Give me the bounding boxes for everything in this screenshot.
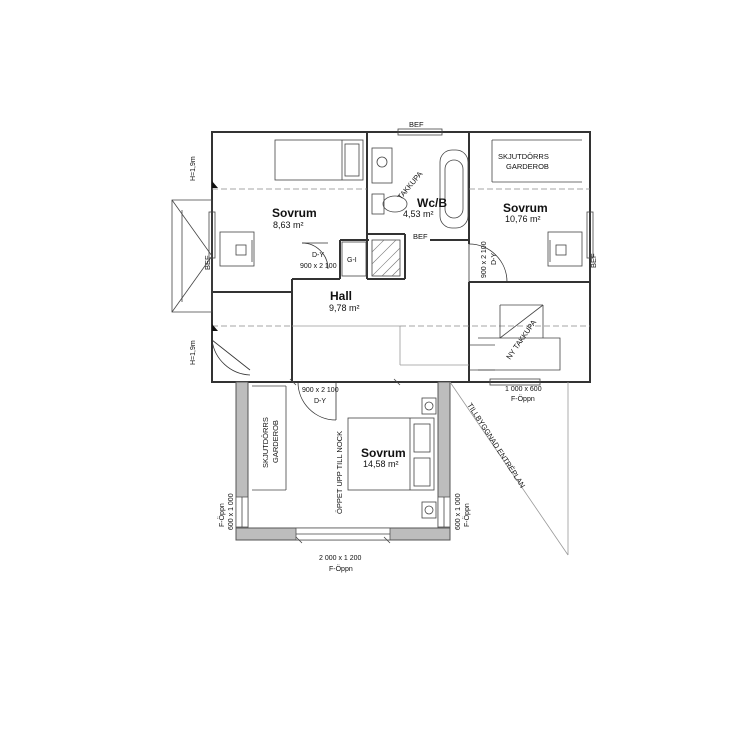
room-name-wc: Wc/B bbox=[417, 196, 447, 210]
room-area-sovrum-s: 14,58 m² bbox=[363, 459, 399, 469]
window-right bbox=[586, 211, 594, 259]
bathtub-wc bbox=[439, 149, 469, 229]
window-bottom-ne bbox=[489, 378, 541, 386]
door-s-type-label: D-Y bbox=[314, 398, 326, 405]
window-se-size-label: 600 x 1 000 bbox=[455, 493, 462, 530]
room-name-sovrum-nw: Sovrum bbox=[272, 206, 317, 220]
door-hall-left bbox=[211, 339, 251, 376]
toilet-wc bbox=[371, 193, 408, 215]
bed-s bbox=[347, 397, 437, 519]
garderob-s-1-label: SKJUTDÖRRS bbox=[261, 417, 270, 468]
door-ne-type-label: D-Y bbox=[491, 253, 498, 265]
bef-top-label: BEF bbox=[409, 120, 424, 129]
height-marker-bottom: H=1,9m bbox=[190, 324, 218, 365]
door-s-size-label: 900 x 2 100 bbox=[302, 387, 339, 394]
extension-outline bbox=[449, 381, 569, 556]
h-bottom-label: H=1,9m bbox=[190, 340, 197, 365]
room-name-sovrum-s: Sovrum bbox=[361, 446, 406, 460]
gi-label: G-I bbox=[347, 257, 357, 264]
oppet-label: ÖPPET UPP TILL NOCK bbox=[335, 431, 344, 514]
window-s-type-label: F-Öppn bbox=[329, 565, 353, 573]
door-nw-size-label: 900 x 2 100 bbox=[300, 263, 337, 270]
room-name-sovrum-ne: Sovrum bbox=[503, 201, 548, 215]
new-dormer bbox=[470, 304, 561, 371]
gi-cabinet bbox=[341, 241, 367, 277]
window-se bbox=[437, 496, 451, 528]
window-top bbox=[397, 128, 443, 136]
room-area-wc: 4,53 m² bbox=[403, 209, 434, 219]
room-area-hall: 9,78 m² bbox=[329, 303, 360, 313]
door-nw-type-label: D-Y bbox=[312, 252, 324, 259]
door-ne bbox=[468, 243, 508, 283]
bed-nw bbox=[274, 139, 364, 181]
door-s bbox=[297, 381, 337, 421]
door-nw bbox=[301, 242, 329, 270]
window-s-size-label: 2 000 x 1 200 bbox=[319, 555, 362, 562]
window-sw bbox=[235, 496, 249, 528]
window-se-type-label: F-Öppn bbox=[463, 503, 471, 527]
interior-walls bbox=[212, 132, 590, 382]
shower-hatch bbox=[371, 239, 401, 277]
section-marks bbox=[289, 378, 401, 544]
window-ne-size-label: 1 000 x 600 bbox=[505, 386, 542, 393]
room-name-hall: Hall bbox=[330, 289, 352, 303]
bef-wc-label: BEF bbox=[413, 232, 428, 241]
wardrobe-ne bbox=[491, 139, 582, 183]
window-sw-type-label: F-Öppn bbox=[218, 503, 226, 527]
window-s bbox=[295, 527, 391, 541]
room-area-sovrum-ne: 10,76 m² bbox=[505, 214, 541, 224]
height-marker-top: H=1,9m bbox=[190, 156, 218, 188]
bef-left-label: BEF bbox=[203, 255, 212, 270]
garderob-s-2-label: GARDEROB bbox=[271, 420, 280, 463]
sink-wc bbox=[371, 147, 393, 184]
ny-takkupa-label: NY TAKKUPA bbox=[504, 318, 538, 361]
desk-nw bbox=[219, 231, 255, 267]
dormer-left bbox=[171, 199, 213, 313]
ceiling-lines bbox=[212, 188, 590, 366]
garderob-ne-2-label: GARDEROB bbox=[506, 162, 549, 171]
desk-ne bbox=[547, 231, 583, 267]
wardrobe-s bbox=[252, 385, 287, 491]
h-top-label: H=1,9m bbox=[190, 156, 197, 181]
room-area-sovrum-nw: 8,63 m² bbox=[273, 220, 304, 230]
bef-right-label: BEF bbox=[589, 253, 598, 268]
garderob-ne-1-label: SKJUTDÖRRS bbox=[498, 152, 549, 161]
window-sw-size-label: 600 x 1 000 bbox=[228, 493, 235, 530]
door-ne-size-label: 900 x 2 100 bbox=[481, 241, 488, 278]
tillbyggnad-label: TILLBYGGNAD ENTRÉPLAN bbox=[465, 401, 527, 489]
window-ne-type-label: F-Öppn bbox=[511, 395, 535, 403]
